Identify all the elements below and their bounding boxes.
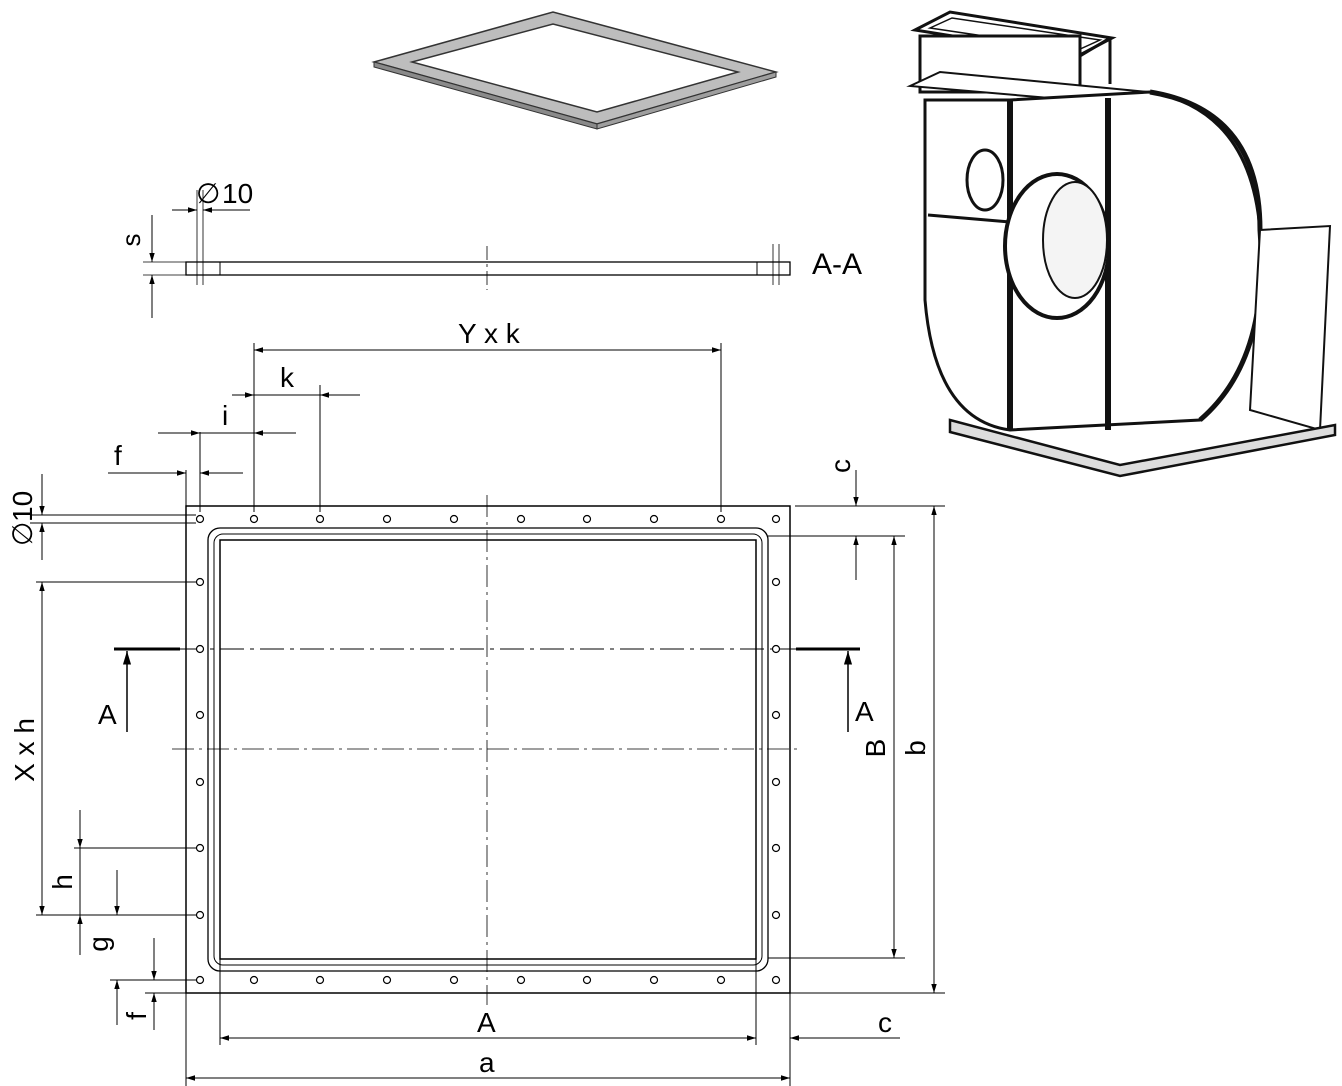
- dim-B-label: B: [860, 739, 891, 758]
- flange-outer-edge: [185, 505, 791, 994]
- dim-c-bottom-label: c: [878, 1007, 892, 1038]
- bolt-hole: [771, 644, 781, 654]
- dim-hole-diameter-symbol: ∅: [7, 522, 38, 546]
- bolt-hole: [582, 514, 592, 524]
- bolt-hole: [771, 710, 781, 720]
- dim-top-pitch-label: Y x k: [458, 318, 521, 349]
- bolt-hole: [771, 975, 781, 985]
- dim-side-pitch-label: X x h: [9, 718, 40, 782]
- section-diameter-symbol: ∅: [196, 178, 220, 209]
- flange-inner-edge-2: [213, 533, 763, 966]
- bolt-hole: [516, 514, 526, 524]
- thickness-s-label: s: [116, 234, 146, 247]
- bolt-hole: [771, 514, 781, 524]
- section-mark-left: A: [98, 699, 117, 730]
- bolt-hole: [771, 577, 781, 587]
- bolt-hole: [516, 975, 526, 985]
- bolt-hole: [449, 514, 459, 524]
- dim-k-label: k: [280, 362, 295, 393]
- bolt-hole: [771, 777, 781, 787]
- bolt-hole: [716, 975, 726, 985]
- centrifugal-fan-illustration: [906, 10, 1337, 478]
- dim-A-label: A: [477, 1007, 496, 1038]
- bolt-hole: [195, 514, 205, 524]
- flange-front-view: A A: [98, 495, 874, 1005]
- dim-f-top-label: f: [114, 440, 122, 471]
- dim-hole-diameter-label: 10: [7, 491, 38, 522]
- flange-inner-edge-1: [207, 527, 769, 972]
- dim-h-label: h: [47, 874, 78, 890]
- dim-i-label: i: [222, 400, 228, 431]
- bolt-hole: [582, 975, 592, 985]
- bolt-hole: [315, 514, 325, 524]
- bolt-hole: [649, 514, 659, 524]
- dim-b-label: b: [900, 740, 931, 756]
- bolt-hole: [195, 777, 205, 787]
- dimension-lines: [30, 343, 945, 1086]
- dim-a-label: a: [479, 1047, 495, 1078]
- section-mark-right: A: [855, 696, 874, 727]
- bolt-holes: [195, 514, 781, 985]
- section-a-a-view: s ∅ 10 A-A: [116, 178, 862, 318]
- bolt-hole: [649, 975, 659, 985]
- bolt-hole: [195, 975, 205, 985]
- bolt-hole: [449, 975, 459, 985]
- bolt-hole: [771, 843, 781, 853]
- bolt-hole: [716, 514, 726, 524]
- bolt-hole: [249, 975, 259, 985]
- flange-opening: [219, 539, 757, 960]
- bolt-hole: [195, 577, 205, 587]
- bolt-hole: [382, 975, 392, 985]
- bolt-hole: [771, 910, 781, 920]
- section-a-a-label: A-A: [812, 248, 862, 281]
- bolt-hole: [382, 514, 392, 524]
- bolt-hole: [249, 514, 259, 524]
- bolt-hole: [195, 644, 205, 654]
- section-hole-diameter: 10: [222, 178, 253, 209]
- bolt-hole: [195, 910, 205, 920]
- isometric-flange-illustration: [371, 11, 779, 130]
- dim-f-side-label: f: [121, 1012, 152, 1020]
- dim-c-top-label: c: [825, 459, 856, 473]
- bolt-hole: [195, 843, 205, 853]
- bolt-hole: [315, 975, 325, 985]
- dim-g-label: g: [83, 936, 114, 952]
- bolt-hole: [195, 710, 205, 720]
